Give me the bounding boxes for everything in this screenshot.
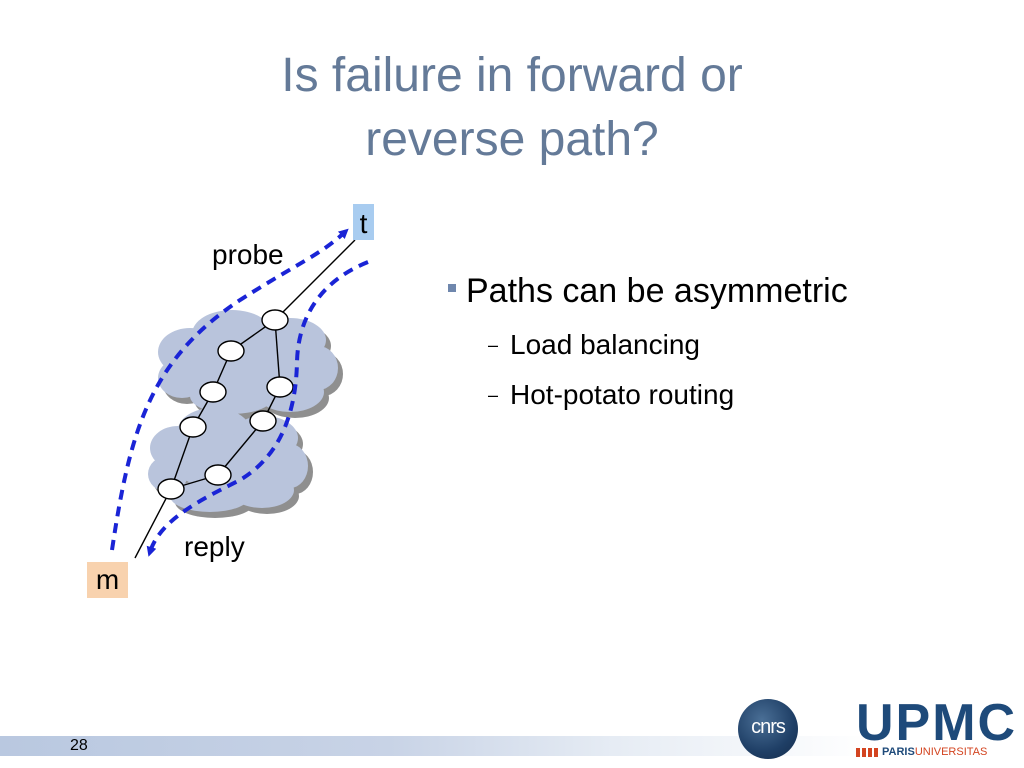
cnrs-logo-text: cnrs — [751, 716, 786, 738]
page-number: 28 — [70, 737, 88, 754]
sub-bullet-text: Load balancing — [510, 329, 700, 360]
bullet-list: Paths can be asymmetric – Load balancing… — [448, 272, 1008, 411]
router-node — [217, 340, 245, 362]
link-n8-m — [134, 488, 172, 559]
routers — [157, 309, 294, 500]
upmc-logo: UPMC PARIS UNIVERSITAS — [856, 694, 1018, 758]
sub-bullet-item: – Load balancing — [488, 329, 1008, 361]
router-node — [249, 410, 277, 432]
target-node-label: t — [360, 208, 368, 239]
router-node — [261, 309, 289, 331]
monitor-node-box — [87, 562, 128, 598]
upmc-universitas-text: UNIVERSITAS — [914, 746, 988, 758]
upper-cloud — [158, 310, 343, 420]
bars-icon — [856, 747, 878, 757]
router-node — [204, 464, 232, 486]
upmc-paris-text: PARIS — [882, 746, 915, 758]
reply-label: reply — [184, 531, 245, 562]
square-bullet-icon — [448, 284, 456, 292]
link-n1-n4 — [274, 319, 281, 388]
monitor-node-label: m — [96, 564, 119, 595]
dash-bullet-icon: – — [488, 385, 499, 405]
router-node — [199, 381, 227, 403]
probe-label: probe — [212, 239, 284, 270]
router-node — [179, 416, 207, 438]
link-t-n1 — [274, 239, 356, 321]
sub-bullet-item: – Hot-potato routing — [488, 379, 1008, 411]
probe-path-arrow — [110, 228, 349, 551]
dash-bullet-icon: – — [488, 335, 499, 355]
target-node-box — [353, 204, 374, 240]
bullet-text: Paths can be asymmetric — [466, 272, 848, 310]
bullet-item: Paths can be asymmetric — [448, 272, 1008, 311]
link-n6-n7 — [217, 420, 264, 476]
reply-path-arrow — [146, 260, 369, 557]
lower-cloud — [148, 408, 313, 518]
router-node — [157, 478, 185, 500]
upmc-logo-subtitle: PARIS UNIVERSITAS — [856, 746, 1017, 758]
cnrs-logo: cnrs — [738, 699, 798, 759]
title-line-1: Is failure in forward or — [281, 49, 743, 102]
sub-bullet-text: Hot-potato routing — [510, 379, 735, 410]
router-node — [266, 376, 294, 398]
title-line-2: reverse path? — [365, 113, 659, 166]
upmc-logo-text: UPMC — [856, 694, 1018, 752]
slide-title: Is failure in forward or reverse path? — [0, 44, 1024, 172]
